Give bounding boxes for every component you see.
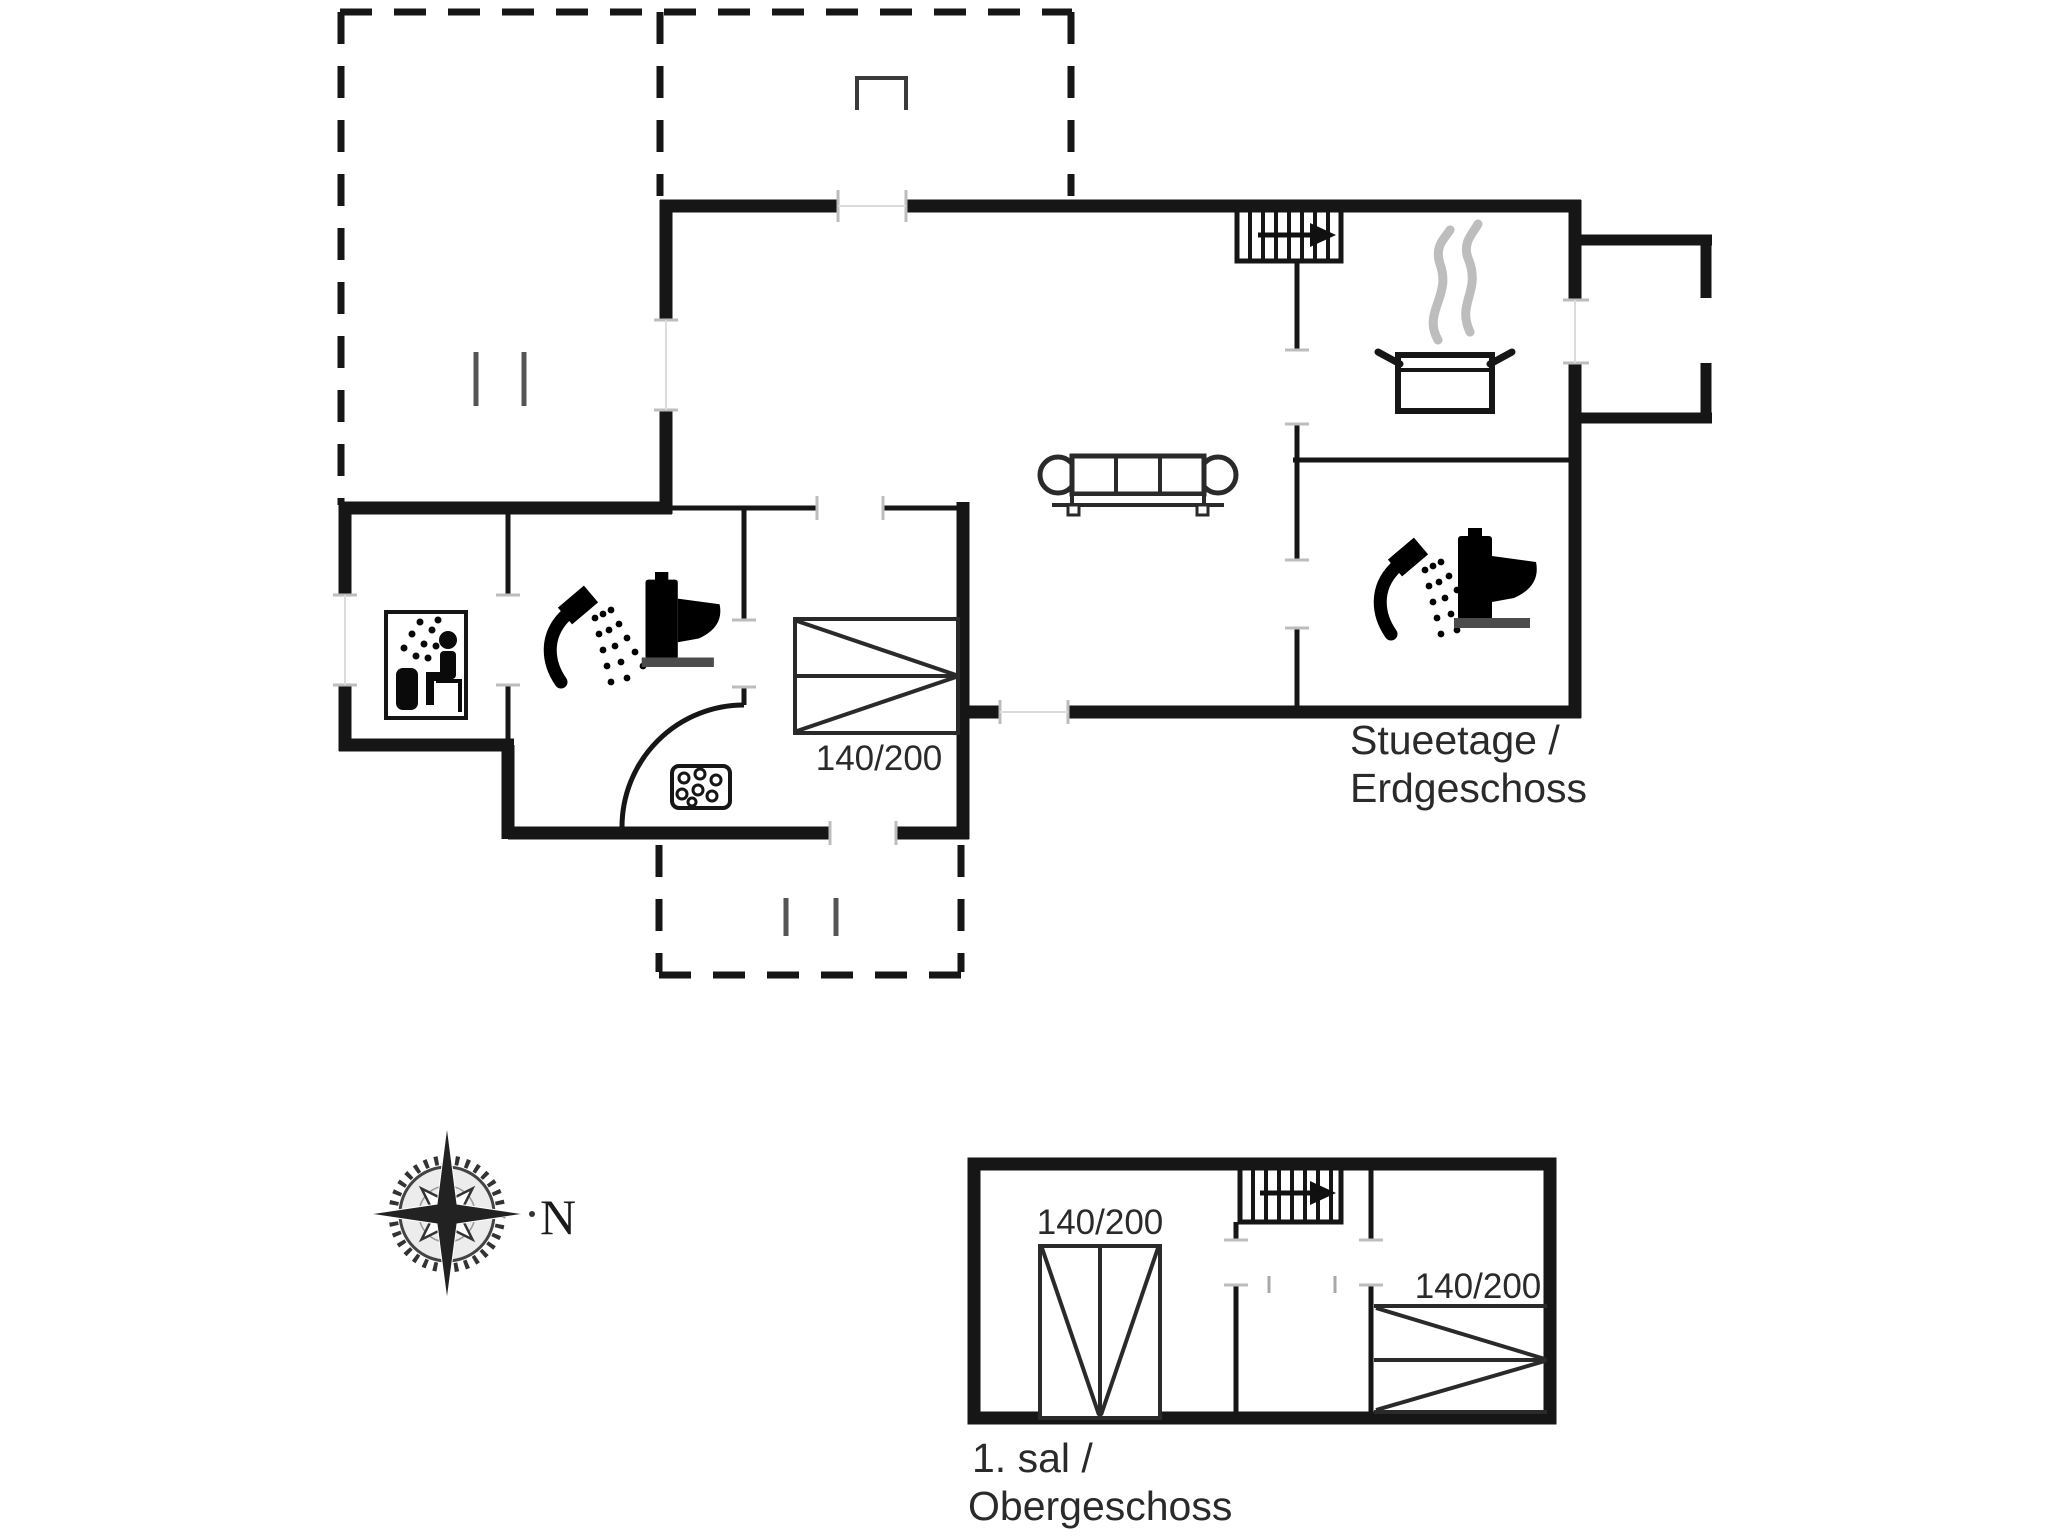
- steam-icon: [1428, 219, 1483, 345]
- stairs-direction-arrow-icon: [1260, 1181, 1336, 1205]
- bed-size-label: 140/200: [1037, 1203, 1164, 1242]
- window-glass-lines: [344, 205, 1576, 713]
- terrace-boundary-ticks: [473, 352, 839, 936]
- stairs-direction-arrow-icon: [1258, 223, 1336, 247]
- svg-text:Erdgeschoss: Erdgeschoss: [1350, 765, 1587, 811]
- door-swing-arc: [619, 702, 745, 828]
- svg-text:1. sal /: 1. sal /: [972, 1435, 1093, 1481]
- toilet-icon: [641, 572, 721, 667]
- floor-drain-icon: [670, 764, 732, 810]
- bed-size-label: 140/200: [816, 739, 943, 778]
- upper-floor-plan: 140/200 140/200 1. sal / Obergeschoss: [967, 1157, 1557, 1529]
- compass-rose-icon: N: [369, 1125, 576, 1301]
- svg-text:Obergeschoss: Obergeschoss: [968, 1483, 1232, 1529]
- interior-walls: [505, 261, 1581, 748]
- chimney-icon: [855, 76, 908, 110]
- sauna-icon: [384, 610, 468, 720]
- bathroom-right: [1380, 528, 1537, 637]
- north-label: N: [540, 1189, 576, 1245]
- porch-walls: [1581, 234, 1712, 424]
- cooking-pot-icon: [1374, 219, 1516, 414]
- double-bed-icon: [1038, 1244, 1162, 1420]
- toilet-icon: [1454, 528, 1537, 628]
- sofa-icon: [1037, 453, 1239, 517]
- outer-walls: [967, 1157, 1557, 1425]
- double-bed-icon: [1374, 1304, 1547, 1414]
- svg-text:Stueetage /: Stueetage /: [1350, 717, 1560, 763]
- shower-icon: [550, 594, 646, 685]
- ground-floor-label: Stueetage / Erdgeschoss: [1350, 717, 1587, 811]
- terrace-dashed-outline: [337, 8, 1075, 979]
- landing-ticks: [1267, 1276, 1337, 1293]
- upper-floor-label: 1. sal / Obergeschoss: [968, 1435, 1232, 1529]
- outer-walls: [338, 199, 1582, 840]
- compass-main-star: [369, 1125, 525, 1301]
- bathroom-left: [550, 572, 732, 810]
- double-bed-icon: [793, 617, 960, 735]
- window-door-ticks: [1224, 1238, 1383, 1287]
- interior-walls: [1233, 1164, 1374, 1418]
- ground-floor-plan: 140/200 Stueetage / Erdgeschoss: [333, 8, 1712, 979]
- bed-size-label: 140/200: [1415, 1267, 1542, 1306]
